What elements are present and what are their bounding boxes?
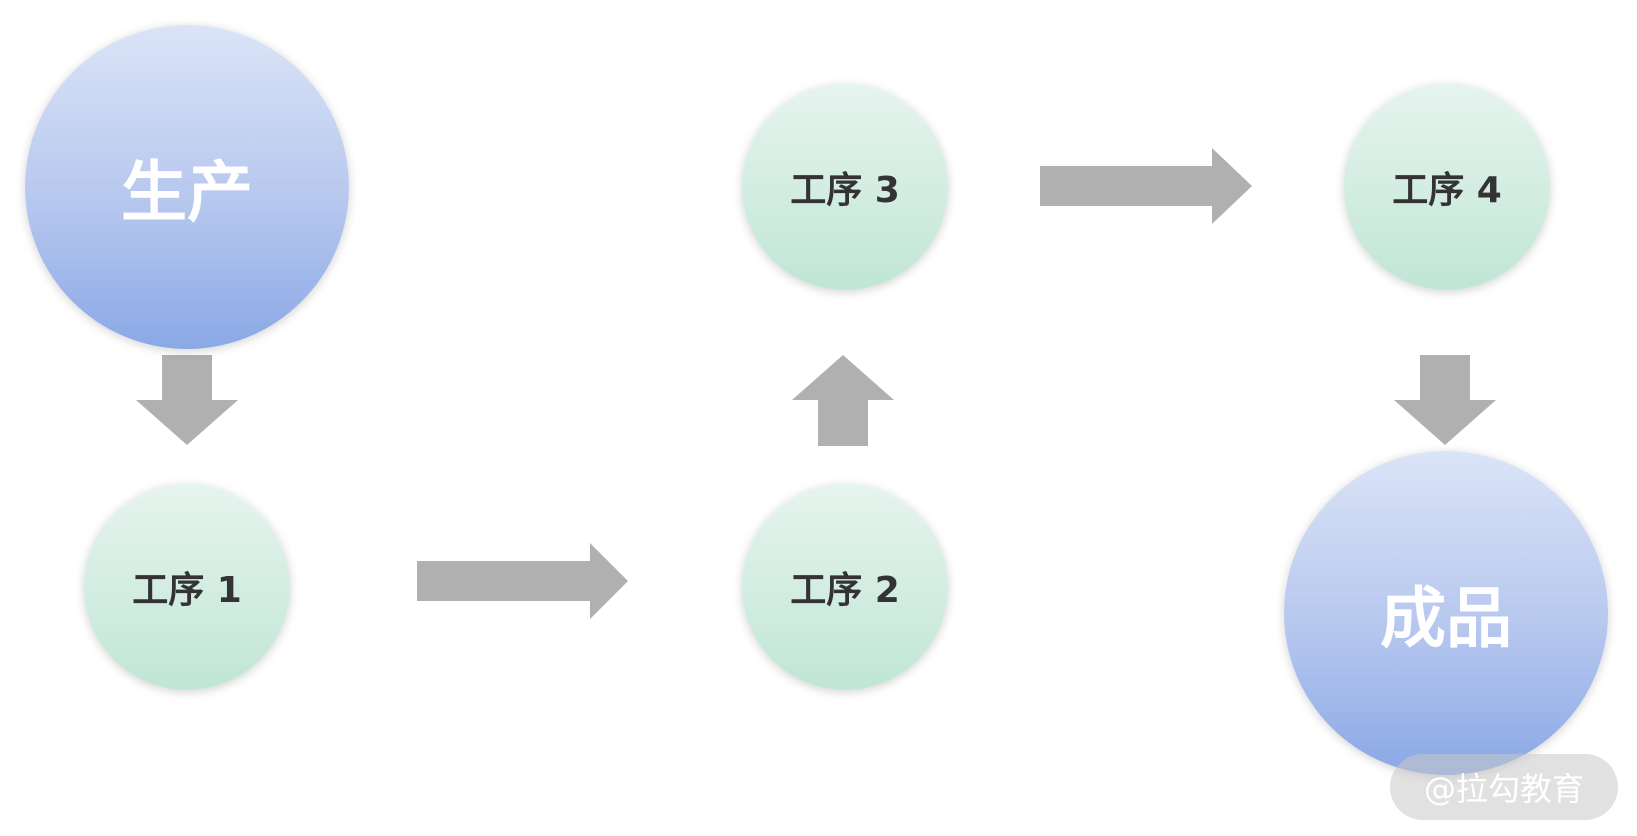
watermark-badge: @拉勾教育 — [1390, 754, 1618, 820]
arrow-down-step4-to-product — [1394, 355, 1496, 445]
node-product: 成品 — [1284, 451, 1608, 775]
arrow-up-step2-to-step3 — [792, 355, 894, 446]
node-product-label: 成品 — [1380, 580, 1512, 657]
arrow-right-step1-to-step2 — [417, 543, 628, 619]
node-step1-label: 工序 1 — [132, 570, 242, 611]
node-step1: 工序 1 — [84, 484, 290, 690]
arrow-right-step3-to-step4 — [1040, 148, 1252, 224]
node-step2: 工序 2 — [742, 484, 948, 690]
node-production: 生产 — [25, 25, 349, 349]
node-production-label: 生产 — [121, 154, 253, 231]
node-step3-label: 工序 3 — [790, 170, 900, 211]
node-step3: 工序 3 — [742, 84, 948, 290]
node-step4: 工序 4 — [1344, 84, 1550, 290]
node-step2-label: 工序 2 — [790, 570, 900, 611]
arrow-down-production-to-step1 — [136, 355, 238, 445]
watermark-text: @拉勾教育 — [1423, 770, 1584, 808]
node-step4-label: 工序 4 — [1392, 170, 1502, 211]
